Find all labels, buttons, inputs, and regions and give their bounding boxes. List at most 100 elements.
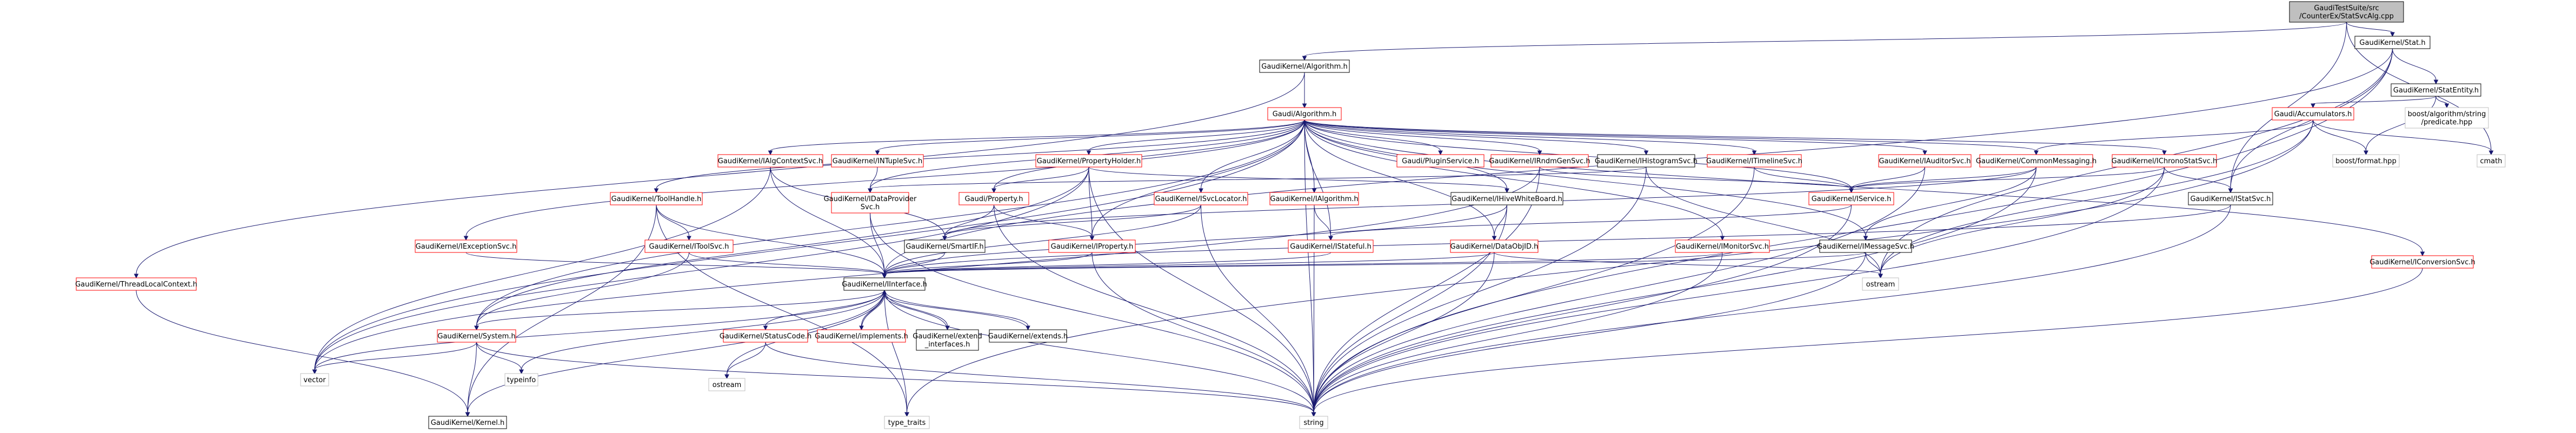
arrowhead-statentity_h-to-boost_predicate: [2444, 103, 2449, 109]
node-label: GaudiKernel/extends.h: [988, 332, 1068, 341]
arrowhead-stat_h-to-statentity_h: [2433, 79, 2439, 85]
node-label: boost/format.hpp: [2335, 157, 2397, 165]
node-iexceptionsvc-h[interactable]: GaudiKernel/IExceptionSvc.h: [415, 239, 517, 253]
node-dataobjid-h[interactable]: GaudiKernel/DataObjID.h: [1450, 239, 1539, 253]
node-system-h[interactable]: GaudiKernel/System.h: [437, 329, 516, 343]
node-smartif-h[interactable]: GaudiKernel/SmartIF.h: [904, 239, 986, 253]
node-property-h[interactable]: Gaudi/Property.h: [958, 192, 1029, 205]
node-vector: vector: [300, 373, 329, 387]
edge-commonmessaging_h-to-iservice_h: [1851, 166, 2036, 189]
node-stat-h[interactable]: GaudiKernel/Stat.h: [2354, 36, 2431, 49]
node-label: GaudiKernel/IAuditorSvc.h: [1879, 157, 1971, 165]
node-label: GaudiKernel/IAlgContextSvc.h: [718, 157, 823, 165]
node-algorithm-h[interactable]: GaudiKernel/Algorithm.h: [1259, 59, 1350, 73]
edge-statuscode_h-to-ostream2: [727, 342, 766, 375]
node-label: GaudiKernel/Kernel.h: [431, 419, 505, 427]
node-implements-h[interactable]: GaudiKernel/implements.h: [815, 329, 908, 343]
edge-galgorithm_h-to-iconversionsvc_h: [1304, 119, 2423, 252]
node-ichronostatsvc-h[interactable]: GaudiKernel/IChronoStatSvc.h: [2112, 154, 2218, 168]
edge-ihistogramsvc_h-to-string: [1313, 166, 1647, 413]
edge-iinterface_h-to-type_traits: [884, 290, 907, 413]
node-kernel-h[interactable]: GaudiKernel/Kernel.h: [428, 416, 507, 429]
arrowhead-galgorithm_h-to-iconversionsvc_h: [2420, 251, 2425, 257]
edge-imonitorsvc_h-to-iinterface_h: [884, 252, 1723, 275]
node-imonitorsvc-h[interactable]: GaudiKernel/IMonitorSvc.h: [1675, 239, 1770, 253]
node-cmath: cmath: [2477, 154, 2506, 168]
arrowhead-galgorithm_h-to-intuplesvc_h: [875, 150, 880, 156]
node-box: [76, 277, 197, 291]
node-label: GaudiKernel/IToolSvc.h: [649, 243, 729, 251]
node-label: GaudiKernel/ISvcLocator.h: [1155, 195, 1247, 203]
node-intuplesvc-h[interactable]: GaudiKernel/INTupleSvc.h: [831, 154, 924, 168]
node-box: [437, 329, 516, 343]
node-isvclocator-h[interactable]: GaudiKernel/ISvcLocator.h: [1154, 192, 1248, 205]
node-accumulators-h[interactable]: Gaudi/Accumulators.h: [2272, 107, 2354, 121]
arrowhead-iservice_h-to-istateful_h: [1328, 236, 1333, 241]
node-itoolsvc-h[interactable]: GaudiKernel/IToolSvc.h: [644, 239, 734, 253]
node-istateful-h[interactable]: GaudiKernel/IStateful.h: [1288, 239, 1374, 253]
node-root[interactable]: GaudiTestSuite/src/CounterEx/StatSvcAlg.…: [2289, 1, 2404, 23]
node-iservice-h[interactable]: GaudiKernel/IService.h: [1808, 192, 1894, 205]
node-statentity-h[interactable]: GaudiKernel/StatEntity.h: [2391, 83, 2481, 97]
node-label: GaudiTestSuite/src: [2314, 4, 2379, 12]
node-tooshandle-h[interactable]: GaudiKernel/ToolHandle.h: [610, 192, 703, 205]
node-string: string: [1299, 416, 1328, 429]
node-threadlocalcontext-h[interactable]: GaudiKernel/ThreadLocalContext.h: [75, 277, 197, 291]
edge-galgorithm_h-to-vector: [314, 119, 1305, 370]
node-iauditorsvc-h[interactable]: GaudiKernel/IAuditorSvc.h: [1878, 154, 1972, 168]
edge-ihivewhiteboard_h-to-dataobjid_h: [1494, 204, 1507, 237]
arrowhead-galgorithm_h-to-ialgcontextsvc_h: [768, 150, 773, 156]
node-label: string: [1303, 419, 1323, 427]
node-iinterface-h[interactable]: GaudiKernel/IInterface.h: [842, 277, 927, 291]
node-box: [989, 329, 1067, 343]
node-istatsvc-h[interactable]: GaudiKernel/IStatSvc.h: [2188, 192, 2273, 205]
edge-propertyholder_h-to-property_h: [994, 166, 1089, 189]
node-box: [723, 329, 808, 343]
arrowhead-algorithm_h-to-galgorithm_h: [1302, 103, 1307, 109]
edge-iservice_h-to-string: [1313, 204, 1852, 413]
node-label: /predicate.hpp: [2421, 118, 2473, 126]
node-propertyholder-h[interactable]: GaudiKernel/PropertyHolder.h: [1035, 154, 1142, 168]
node-label: GaudiKernel/IRndmGenSvc.h: [1489, 157, 1590, 165]
arrowhead-galgorithm_h-to-tooshandle_h: [654, 188, 659, 194]
edge-iproperty_h-to-string: [1091, 252, 1314, 413]
edge-iinterface_h-to-system_h: [476, 290, 885, 327]
node-ihivewhiteboard-h[interactable]: GaudiKernel/IHiveWhiteBoard.h: [1450, 192, 1563, 205]
node-itimelinesvc-h[interactable]: GaudiKernel/ITimelineSvc.h: [1706, 154, 1802, 168]
edge-intuplesvc_h-to-idataprovidersvc_h: [870, 166, 878, 189]
node-irndmgensvc-h[interactable]: GaudiKernel/IRndmGenSvc.h: [1489, 154, 1590, 168]
node-commonmessaging-h[interactable]: GaudiKernel/CommonMessaging.h: [1976, 154, 2096, 168]
node-pluginservice-h[interactable]: Gaudi/PluginService.h: [1396, 154, 1485, 168]
arrowhead-isvclocator_h-to-smartif_h: [942, 236, 947, 241]
edge-system_h-to-vector: [314, 342, 477, 370]
edge-ichronostatsvc_h-to-ostream: [1880, 166, 2165, 275]
node-ihistogramsvc-h[interactable]: GaudiKernel/IHistogramSvc.h: [1595, 154, 1698, 168]
node-label: GaudiKernel/PropertyHolder.h: [1037, 157, 1141, 165]
node-box: [1259, 59, 1350, 73]
node-boost-predicate: boost/algorithm/string/predicate.hpp: [2405, 107, 2489, 129]
edge-accumulators_h-to-type_traits: [907, 119, 2313, 413]
node-galgorithm-h[interactable]: Gaudi/Algorithm.h: [1267, 107, 1342, 121]
edge-root-to-istatsvc_h: [2230, 22, 2347, 189]
arrowhead-algorithm_h-to-threadlocalcontext_h: [134, 274, 139, 279]
edge-istatsvc_h-to-string: [1313, 204, 2231, 413]
node-label: GaudiKernel/IChronoStatSvc.h: [2112, 157, 2218, 165]
node-statuscode-h[interactable]: GaudiKernel/StatusCode.h: [720, 329, 811, 343]
edge-imessagesvc_h-to-iinterface_h: [884, 252, 1866, 275]
node-extends-h[interactable]: GaudiKernel/extends.h: [988, 329, 1068, 343]
edge-statentity_h-to-boost_format: [2366, 96, 2437, 151]
node-ialgcontextsvc-h[interactable]: GaudiKernel/IAlgContextSvc.h: [717, 154, 823, 168]
edge-accumulators_h-to-commonmessaging_h: [2036, 119, 2313, 151]
node-iconversionsvc-h[interactable]: GaudiKernel/IConversionSvc.h: [2369, 255, 2475, 269]
node-iproperty-h[interactable]: GaudiKernel/IProperty.h: [1048, 239, 1136, 253]
node-extend-interfaces-h[interactable]: GaudiKernel/extend_interfaces.h: [913, 329, 982, 351]
node-ialgorithm-h[interactable]: GaudiKernel/IAlgorithm.h: [1269, 192, 1359, 205]
node-type-traits: type_traits: [884, 416, 930, 429]
node-ostream2: ostream: [708, 378, 745, 391]
arrowhead-root-to-stat_h: [2390, 32, 2395, 37]
node-label: vector: [303, 376, 326, 384]
node-box: [831, 154, 924, 168]
node-box: [644, 239, 734, 253]
node-imessagesvc-h[interactable]: GaudiKernel/IMessageSvc.h: [1817, 239, 1914, 253]
